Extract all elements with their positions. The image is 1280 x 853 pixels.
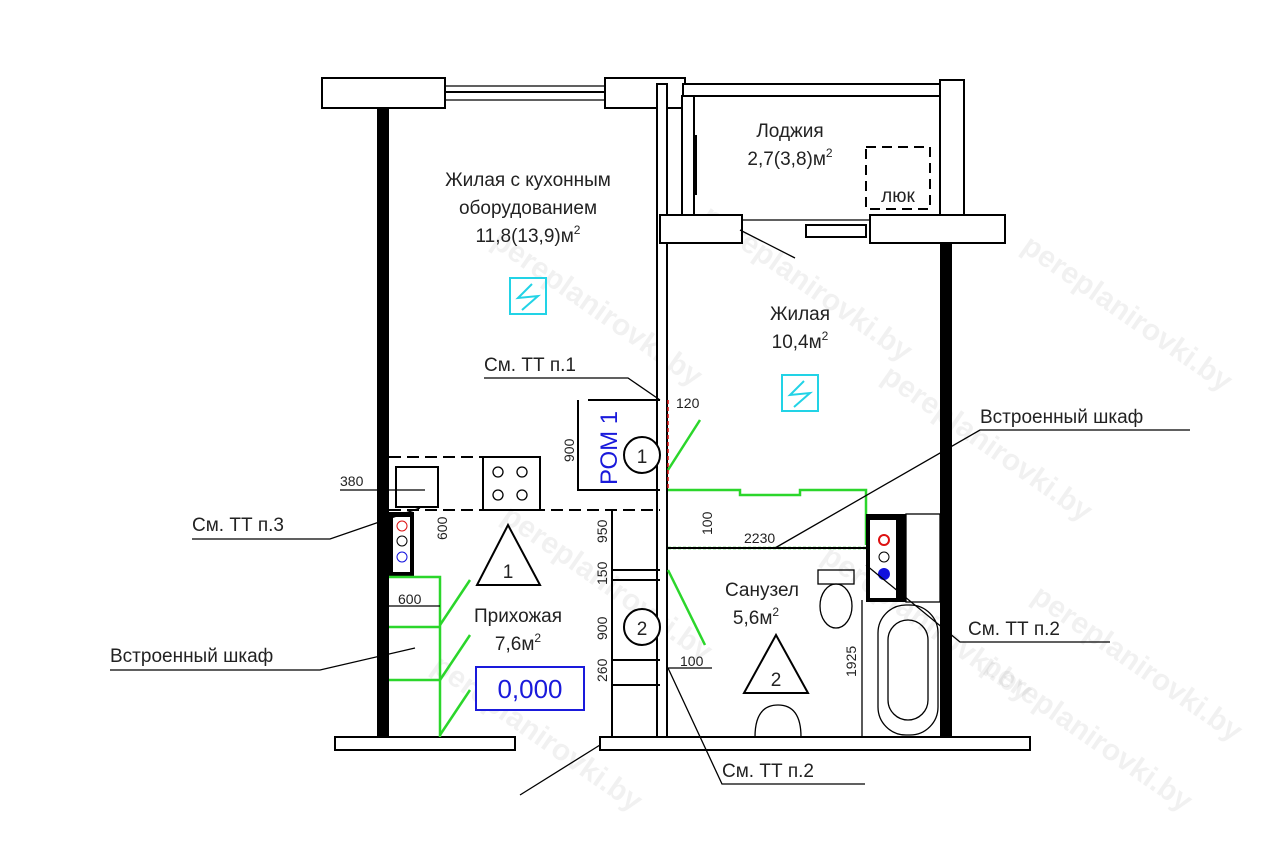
area-label: 2,7(3,8)м [747, 149, 826, 170]
d380-label: 380 [340, 473, 364, 489]
area-label: 10,4м [772, 332, 822, 353]
bathroom-area: 5,6м2 [733, 605, 779, 629]
d120-label: 120 [676, 395, 700, 411]
living-area: 10,4м2 [772, 329, 829, 353]
loggia-area: 2,7(3,8)м2 [747, 146, 833, 170]
area-label: 11,8(13,9)м [476, 226, 574, 247]
hall-name: Прихожая [474, 606, 562, 627]
callout-tt3: См. ТТ п.3 [192, 515, 284, 536]
living-kitchen-name: Жилая с кухонным [445, 170, 611, 191]
watermark: pereplanirovki.by [876, 359, 1099, 529]
callout-tt2-right: См. ТТ п.2 [968, 619, 1060, 640]
openings: 1 2 РОМ 1 [577, 399, 866, 737]
callout-tt1: См. ТТ п.1 [484, 355, 576, 376]
level-value: 0,000 [497, 674, 562, 704]
d600-h-label: 600 [398, 591, 422, 607]
d950-label: 950 [594, 519, 610, 543]
rom-label: РОМ 1 [596, 411, 623, 485]
d1925-label: 1925 [843, 646, 859, 677]
opening-marker-2 [623, 608, 661, 646]
sup-label: 2 [574, 223, 581, 237]
washbasin-icon [754, 704, 802, 738]
loggia-name: Лоджия [756, 121, 823, 142]
sup-label: 2 [826, 146, 833, 160]
bathtub-icon [877, 604, 939, 736]
callouts: См. ТТ п.1 См. ТТ п.3 Встроенный шкаф См… [110, 355, 1190, 796]
dimensions: 120 900 380 600 950 150 900 260 100 100 … [340, 395, 859, 682]
area-label: 5,6м [733, 608, 772, 629]
stove-icon [482, 456, 541, 511]
d900-mid-label: 900 [594, 616, 610, 640]
kitchen [389, 456, 660, 577]
opening-marker-1 [623, 436, 661, 474]
callout-wardrobe-left: Встроенный шкаф [110, 646, 273, 667]
new-partitions [389, 400, 868, 737]
opening-2-label: 2 [637, 619, 648, 640]
d900-top-label: 900 [561, 438, 577, 462]
bathroom-name: Санузел [725, 580, 799, 601]
hatch [865, 146, 931, 210]
d150-label: 150 [594, 561, 610, 585]
callout-wardrobe-right: Встроенный шкаф [980, 407, 1143, 428]
level-mark [475, 666, 585, 711]
area-label: 7,6м [495, 634, 534, 655]
zone-2-label: 2 [771, 670, 782, 691]
sink-icon [395, 466, 439, 508]
zone-1-label: 1 [503, 562, 514, 583]
callout-tt2-bottom: См. ТТ п.2 [722, 761, 814, 782]
d100-bottom-label: 100 [680, 653, 704, 669]
watermark: pereplanirovki.by [1016, 229, 1239, 399]
walls [321, 77, 1031, 751]
living-kitchen-area: 11,8(13,9)м2 [476, 223, 581, 247]
electric-panel-icon [509, 277, 547, 315]
zone-triangle-2 [742, 632, 810, 694]
electric-icons [509, 277, 819, 412]
d260-label: 260 [594, 658, 610, 682]
loggia: Лоджия 2,7(3,8)м2 люк [739, 121, 931, 259]
sup-label: 2 [534, 631, 541, 645]
watermarks: pereplanirovki.by pereplanirovki.by pere… [426, 199, 1249, 819]
hatch-label: люк [881, 186, 915, 207]
bathroom-fixtures [754, 513, 941, 738]
zone-triangle-1 [475, 522, 542, 586]
d100-top-label: 100 [699, 511, 715, 535]
room-labels: Жилая с кухонным оборудованием 11,8(13,9… [445, 170, 830, 655]
living-name: Жилая [770, 304, 830, 325]
electric-panel-icon [781, 374, 819, 412]
hall-area: 7,6м2 [495, 631, 541, 655]
opening-1-label: 1 [637, 447, 648, 468]
d2230-label: 2230 [744, 530, 775, 546]
sup-label: 2 [822, 329, 829, 343]
living-kitchen-name-2: оборудованием [459, 198, 597, 219]
d600-v-label: 600 [434, 516, 450, 540]
zones: 1 2 0,000 [475, 522, 810, 711]
sup-label: 2 [772, 605, 779, 619]
